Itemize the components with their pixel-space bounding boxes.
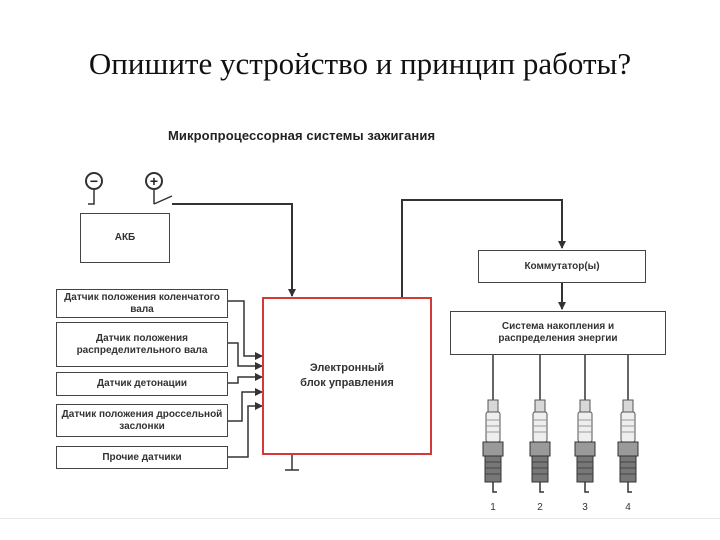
sensor-knock-box: Датчик детонации <box>56 372 228 396</box>
battery-box: АКБ <box>80 213 170 263</box>
sensor-crankshaft-box: Датчик положения коленчатого вала <box>56 289 228 318</box>
spark-plug-icon <box>574 399 596 493</box>
storage-box: Система накопления и распределения энерг… <box>450 311 666 355</box>
switch-box: Коммутатор(ы) <box>478 250 646 283</box>
ecu-to-switch-wire <box>401 199 566 297</box>
battery-switch <box>153 195 173 205</box>
sensor-2-wire <box>228 342 263 370</box>
slide-title: Опишите устройство и принцип работы? <box>88 46 632 81</box>
sensor-5-wire <box>228 402 263 458</box>
sensor-4-wire <box>228 388 263 422</box>
battery-to-ecu-wire <box>172 203 296 297</box>
plug-number-2: 2 <box>537 502 543 513</box>
battery-minus-terminal: − <box>85 172 103 190</box>
sensor-1-wire <box>228 300 263 360</box>
switch-label: Коммутатор(ы) <box>524 260 600 272</box>
spark-plug-icon <box>617 399 639 493</box>
sensor-other-box: Прочие датчики <box>56 446 228 469</box>
plug-number-4: 4 <box>625 502 631 513</box>
sensor-knock-label: Датчик детонации <box>96 378 187 389</box>
battery-label: АКБ <box>114 232 136 243</box>
sensor-3-wire <box>228 373 263 384</box>
diagram-title: Микропроцессорная системы зажигания <box>168 128 436 143</box>
sensor-camshaft-box: Датчик положения распределительного вала <box>56 322 228 367</box>
battery-minus-lead <box>88 190 95 205</box>
ecu-box: Электронный блок управления <box>262 297 432 455</box>
sensor-crankshaft-label: Датчик положения коленчатого вала <box>64 291 220 315</box>
bottom-divider <box>0 518 720 519</box>
plug-number-3: 3 <box>582 502 588 513</box>
ground-symbol <box>285 455 299 471</box>
spark-plug-icon <box>482 399 504 493</box>
battery-plus-terminal: + <box>145 172 163 190</box>
plug-number-1: 1 <box>490 502 496 513</box>
sensor-throttle-box: Датчик положения дроссельной заслонки <box>56 404 228 437</box>
ecu-label: Электронный блок управления <box>300 362 394 389</box>
sensor-throttle-label: Датчик положения дроссельной заслонки <box>61 408 223 432</box>
sensor-other-label: Прочие датчики <box>102 451 182 463</box>
storage-label: Система накопления и распределения энерг… <box>498 321 618 344</box>
sensor-camshaft-label: Датчик положения распределительного вала <box>76 332 208 356</box>
spark-plug-icon <box>529 399 551 493</box>
